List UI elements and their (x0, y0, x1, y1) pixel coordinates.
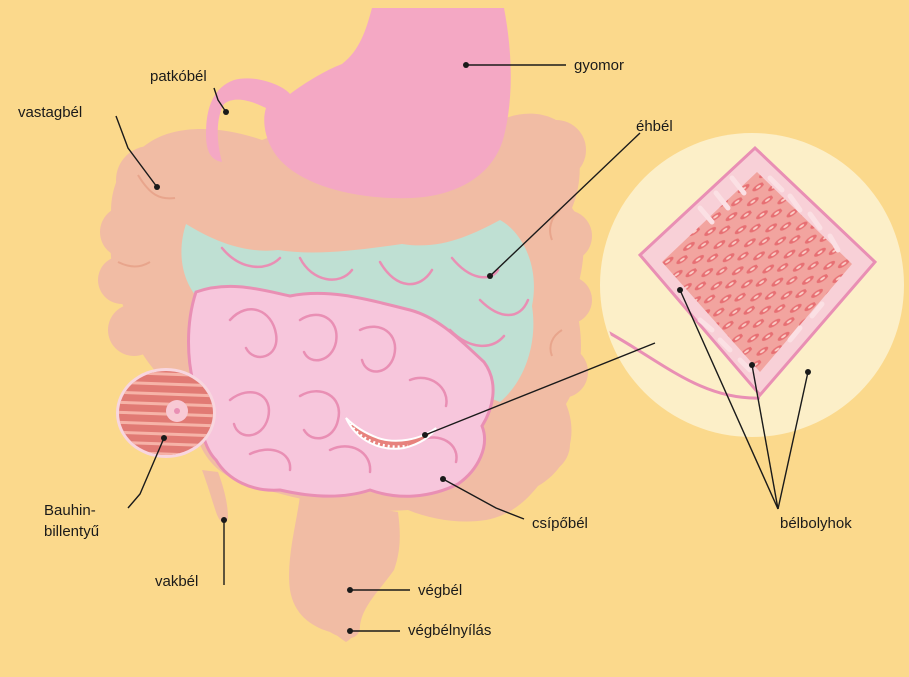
appendix-shape (202, 470, 228, 523)
label-gyomor: gyomor (574, 57, 624, 74)
label-csipobel: csípőbél (532, 515, 588, 532)
label-vegbelnyilas: végbélnyílás (408, 622, 491, 639)
label-belbolyhok: bélbolyhok (780, 515, 852, 532)
label-vastagbel: vastagbél (18, 104, 82, 121)
label-vegbel: végbél (418, 582, 462, 599)
rectum-shape (289, 496, 400, 638)
label-vakbel: vakbél (155, 573, 198, 590)
label-bauhin-line2: billentyű (44, 523, 99, 540)
label-patkobel: patkóbél (150, 68, 207, 85)
label-ehbel: éhbél (636, 118, 673, 135)
villi-magnifier (600, 130, 909, 450)
label-bauhin-line1: Bauhin- (44, 502, 96, 519)
